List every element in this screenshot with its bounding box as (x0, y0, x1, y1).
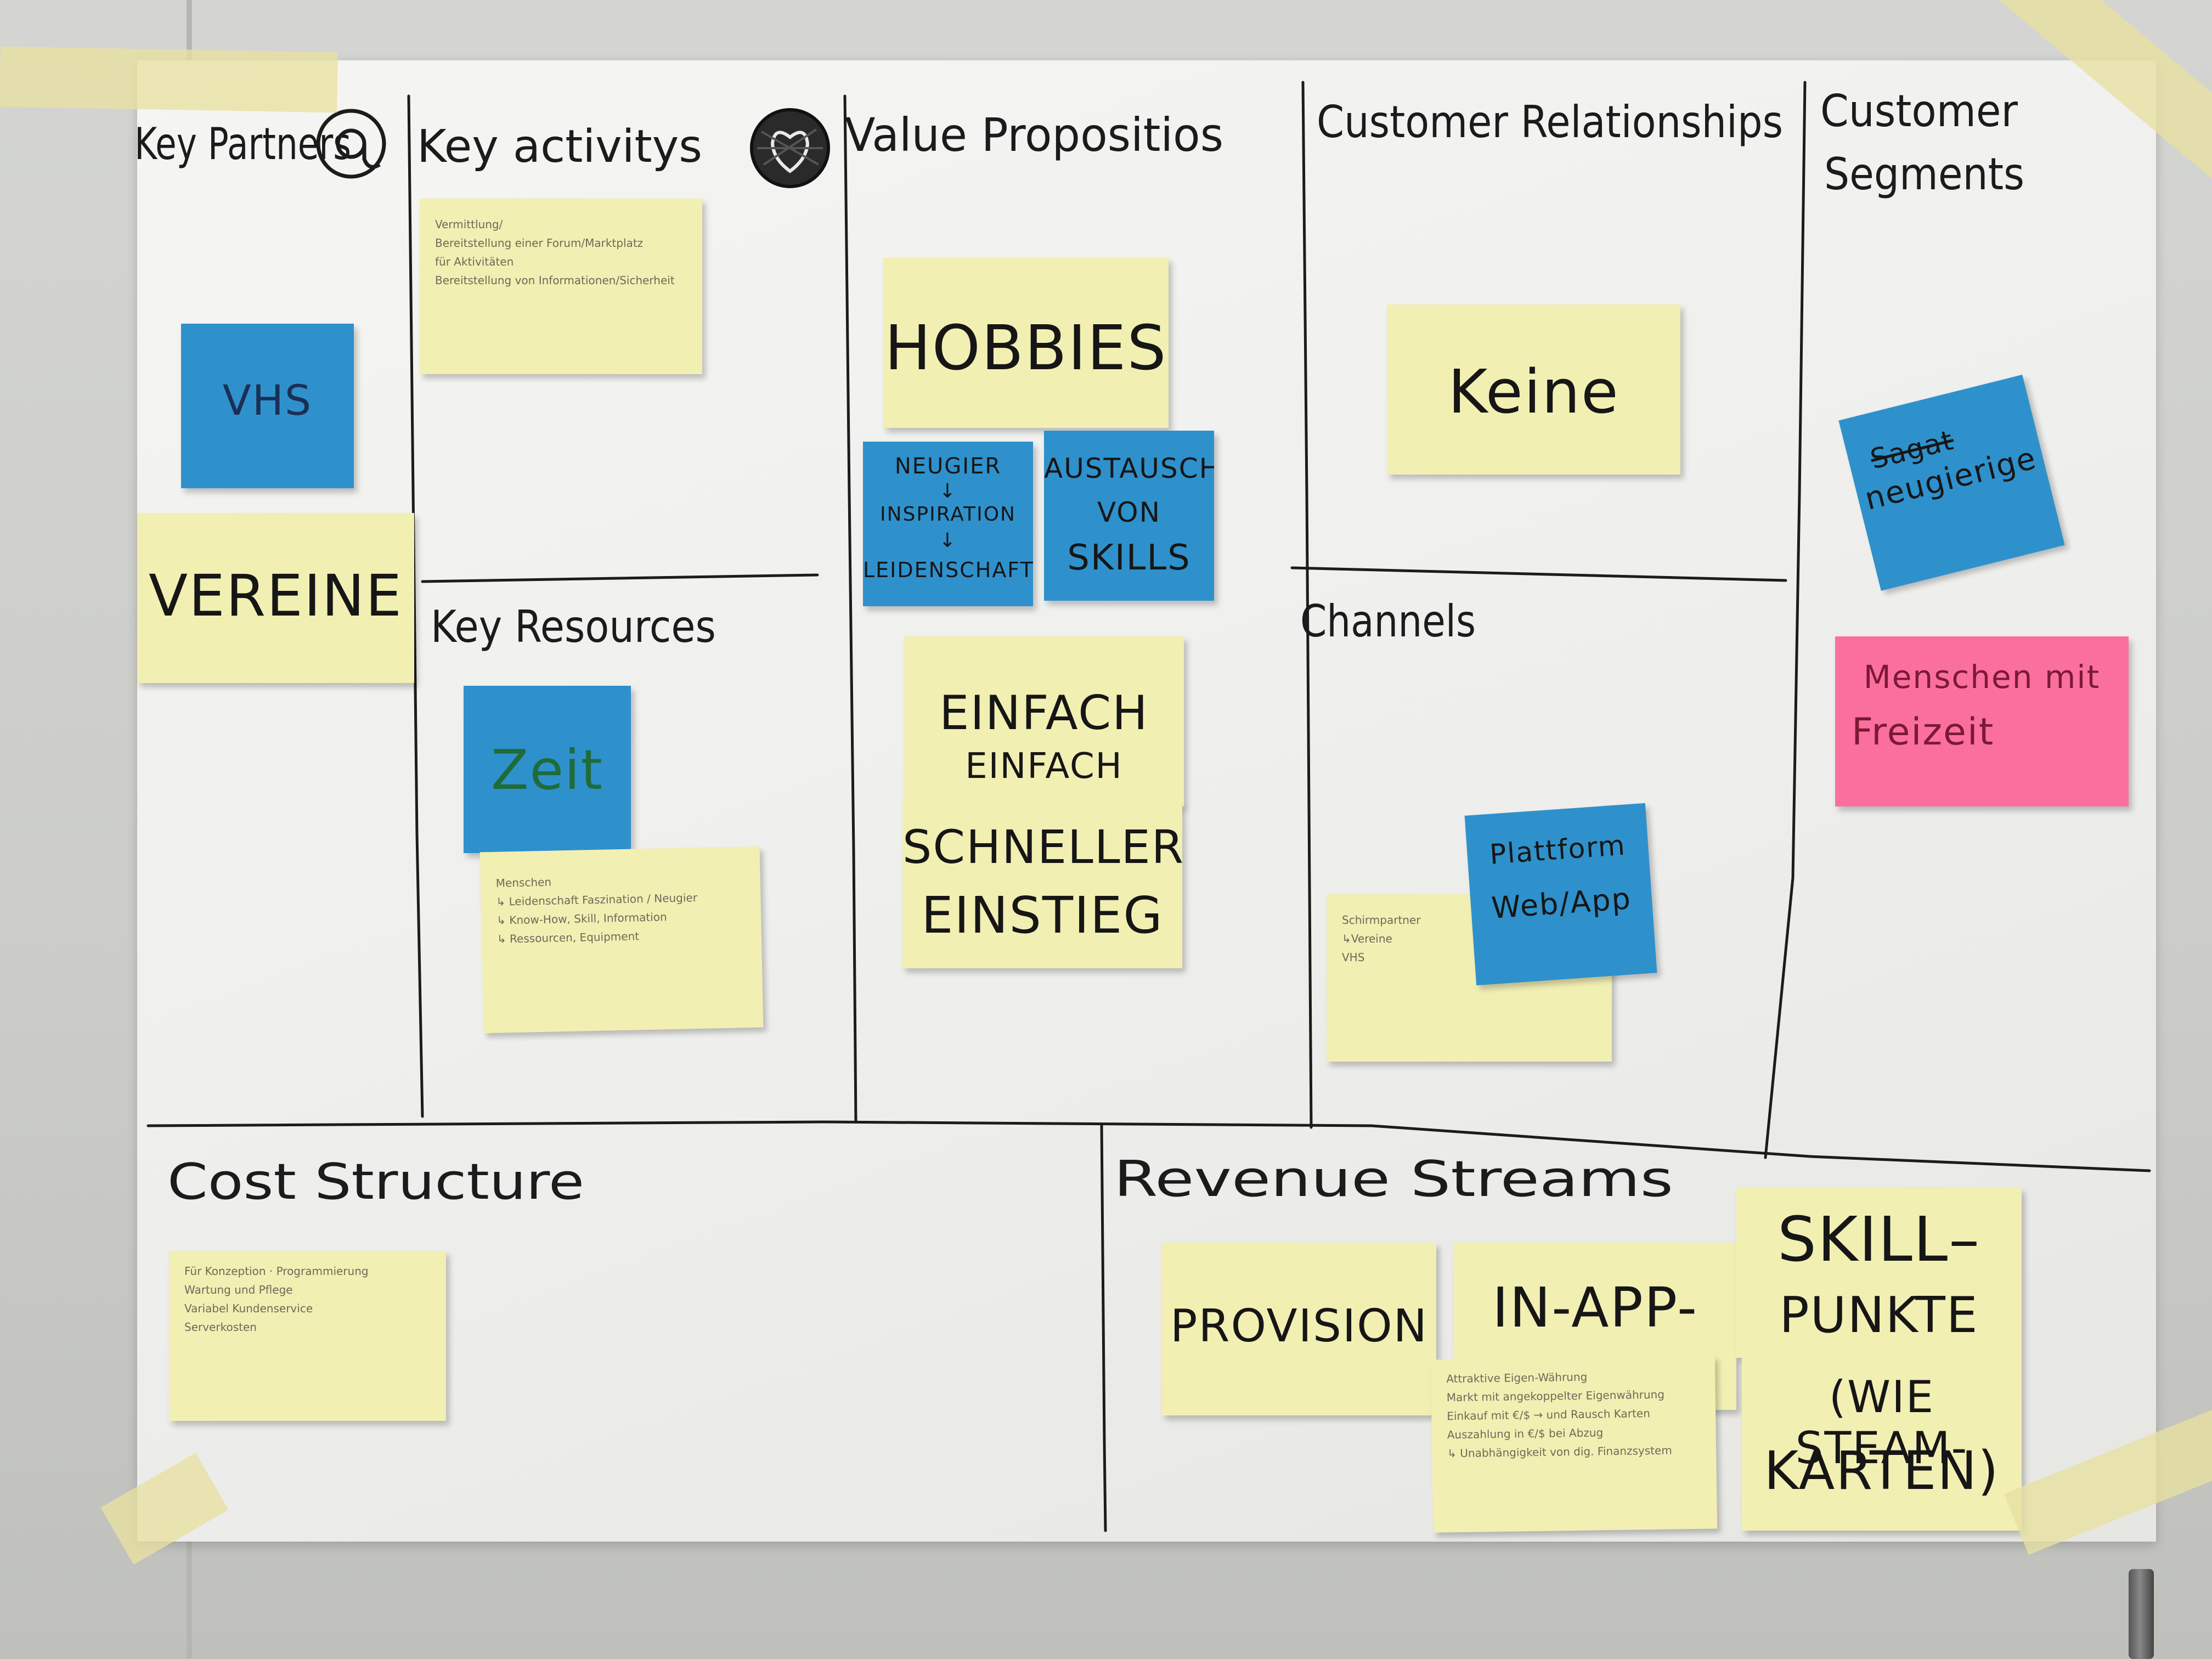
note-plattform-line1: Plattform (1488, 829, 1627, 871)
sticky-note-cost-detail[interactable]: Für Konzeption · Programmierung Wartung … (169, 1251, 446, 1421)
key-activities-detail-line: Bereitstellung einer Forum/Marktplatz (435, 236, 644, 250)
note-skill-line2: PUNKTE (1779, 1286, 1979, 1344)
cost-detail-line: Wartung und Pflege (184, 1283, 293, 1296)
revenue-detail-line: ↳ Unabhängigkeit von dig. Finanzsystem (1447, 1443, 1672, 1460)
sticky-note-revenue-detail[interactable]: Attraktive Eigen-Währung Markt mit angek… (1430, 1356, 1718, 1533)
note-schneller-line2: EINSTIEG (921, 886, 1164, 945)
door-hinge (2129, 1569, 2154, 1659)
note-zeit-text: Zeit (490, 738, 604, 802)
cost-detail-line: Variabel Kundenservice (184, 1302, 313, 1315)
note-austausch-line1: AUSTAUSCH (1044, 453, 1214, 484)
note-einfach-line1: EINFACH (939, 686, 1149, 741)
sticky-note-key-activities-detail[interactable]: Vermittlung/ Bereitstellung einer Forum/… (420, 199, 702, 374)
revenue-streams-title: Revenue Streams (1114, 1150, 1673, 1208)
grid-line (407, 94, 424, 1118)
note-plattform-line2: Web/App (1490, 881, 1633, 926)
note-neugier-line2: INSPIRATION (880, 503, 1016, 526)
scribbled-heart-icon (750, 108, 830, 188)
note-pink-line2: Freizeit (1852, 710, 1995, 754)
note-einfach-line2: EINFACH (965, 746, 1123, 787)
sticky-note-keine[interactable]: Keine (1387, 304, 1680, 475)
sticky-note-zeit[interactable]: Zeit (464, 686, 631, 853)
note-in-app-text: IN-APP- (1492, 1276, 1699, 1340)
note-austausch-line2: VON (1097, 496, 1161, 528)
key-partners-title: Key Partners (134, 119, 351, 170)
note-skill-line4: KARTEN) (1764, 1440, 2000, 1502)
grid-line (146, 1120, 2151, 1172)
sticky-note-vereine[interactable]: VEREINE (137, 513, 414, 683)
customer-relationships-title: Customer Relationships (1317, 97, 1783, 148)
note-neugier-arrow: ↓ (939, 529, 957, 552)
sticky-note-einfach[interactable]: EINFACH EINFACH (904, 636, 1184, 806)
sticky-note-schneller-einstieg[interactable]: SCHNELLER EINSTIEG (902, 804, 1182, 968)
grid-line (843, 94, 857, 1124)
sticky-note-vhs[interactable]: VHS (181, 324, 354, 488)
note-schneller-line1: SCHNELLER (902, 820, 1182, 874)
channels-title: Channels (1300, 596, 1476, 647)
key-resources-title: Key Resources (431, 601, 716, 652)
channels-detail-line: ↳Vereine (1342, 932, 1392, 945)
grid-line (421, 573, 819, 583)
note-provision-text: PROVISION (1170, 1300, 1428, 1352)
note-keine-text: Keine (1448, 357, 1620, 427)
key-activities-detail-line: Vermittlung/ (435, 218, 503, 231)
sticky-note-austausch[interactable]: AUSTAUSCH VON SKILLS (1044, 431, 1214, 601)
note-skill-line1: SKILL– (1777, 1204, 1981, 1276)
note-neugier-line3: LEIDENSCHAFT (863, 558, 1033, 582)
customer-segments-title-line2: Segments (1824, 149, 2024, 200)
tape-top-left (0, 46, 338, 113)
note-hobbies-text: HOBBIES (884, 313, 1167, 384)
sticky-note-skill-punkte-bottom[interactable]: (WIE STEAM- KARTEN) (1742, 1358, 2022, 1531)
sticky-note-neugier[interactable]: NEUGIER ↓ INSPIRATION ↓ LEIDENSCHAFT (863, 442, 1033, 606)
cost-detail-line: Für Konzeption · Programmierung (184, 1265, 369, 1278)
note-vhs-text: VHS (222, 376, 313, 425)
key-activities-detail-line: für Aktivitäten (435, 255, 514, 268)
note-neugier-line1: NEUGIER (894, 454, 1002, 479)
customer-segments-title-line1: Customer (1820, 86, 2018, 137)
grid-line (1764, 81, 1807, 1159)
note-austausch-line3: SKILLS (1067, 538, 1191, 578)
key-activities-detail-line: Bereitstellung von Informationen/Sicherh… (435, 274, 675, 287)
sticky-note-provision[interactable]: PROVISION (1162, 1243, 1436, 1415)
sticky-note-skill-punkte-top[interactable]: SKILL– PUNKTE (1736, 1188, 2022, 1358)
note-neugier-arrow: ↓ (939, 480, 957, 503)
channels-detail-line: VHS (1342, 951, 1365, 964)
at-sign-icon (316, 109, 386, 179)
grid-line (1100, 1123, 1107, 1532)
grid-line (1301, 81, 1313, 1129)
note-pink-line1: Menschen mit (1863, 658, 2101, 696)
note-vereine-text: VEREINE (148, 562, 403, 629)
sticky-note-key-resources-detail[interactable]: Menschen ↳ Leidenschaft Faszination / Ne… (479, 846, 764, 1034)
sticky-note-plattform[interactable]: Plattform Web/App (1464, 803, 1657, 986)
grid-line (1290, 566, 1787, 582)
note-skill-line3: (WIE STEAM- (1795, 1372, 1968, 1474)
key-activities-title: Key activitys (417, 121, 702, 173)
value-propositions-title: Value Propositios (845, 108, 1223, 162)
cost-detail-line: Serverkosten (184, 1321, 257, 1334)
channels-detail-line: Schirmpartner (1342, 913, 1421, 927)
sticky-note-hobbies[interactable]: HOBBIES (883, 258, 1169, 428)
cost-structure-title: Cost Structure (167, 1153, 584, 1211)
sticky-note-menschen-mit-freizeit[interactable]: Menschen mit Freizeit (1835, 636, 2129, 806)
